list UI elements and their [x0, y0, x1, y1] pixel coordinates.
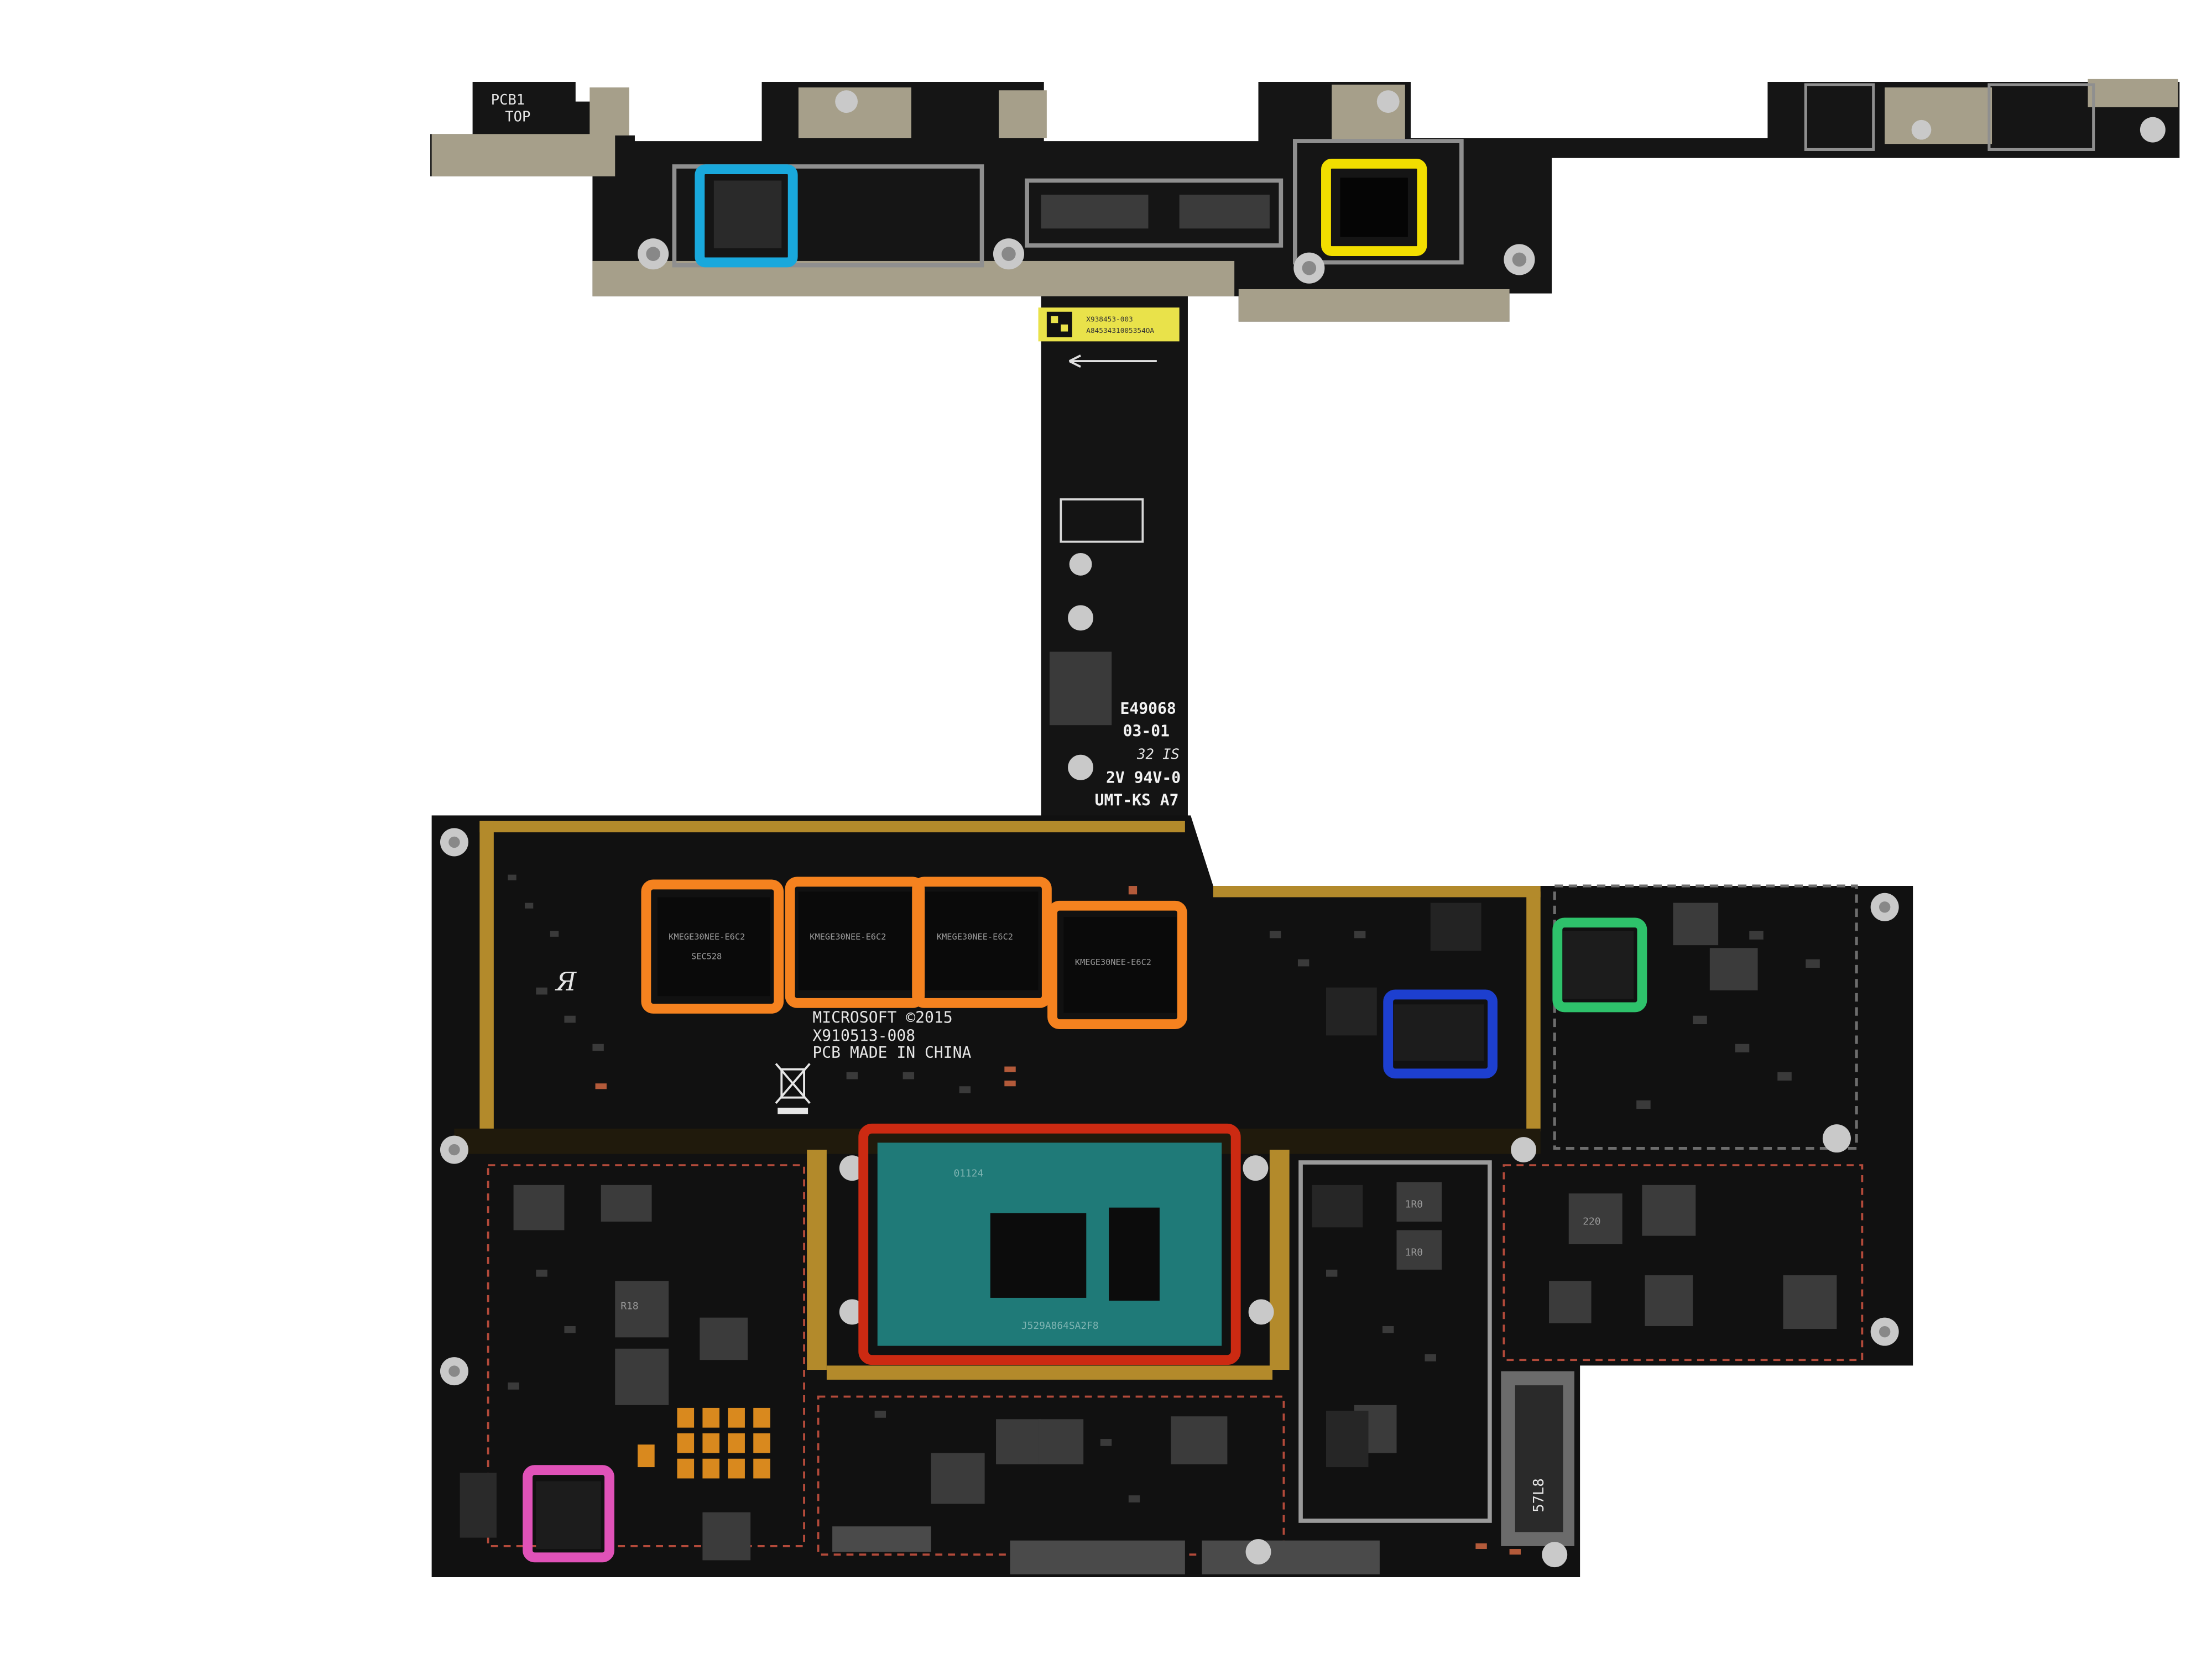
highlight-yellow — [1321, 158, 1427, 257]
board-maker: UMT-KS A7 — [1095, 791, 1179, 810]
highlight-orange-3 — [912, 877, 1052, 1008]
inductor-marking: 1R0 — [1405, 1199, 1423, 1211]
ram-chip — [925, 891, 1039, 990]
origin-text: PCB MADE IN CHINA — [812, 1044, 971, 1062]
ram-chip — [657, 897, 770, 997]
ram-marking: KMEGE30NEE-E6C2 — [937, 932, 1013, 942]
pcb-id-line2: TOP — [505, 108, 530, 125]
ul-mark: Я — [555, 967, 577, 997]
flex-neck — [1041, 296, 1188, 827]
highlight-orange-1 — [641, 879, 784, 1014]
highlight-boxes — [523, 158, 1647, 1563]
inductor-marking: 220 — [1583, 1215, 1600, 1227]
ram-marking: SEC528 — [691, 952, 722, 962]
copyright-text: MICROSOFT ©2015 — [812, 1008, 952, 1026]
ram-marking: KMEGE30NEE-E6C2 — [669, 932, 745, 942]
highlight-cyan — [695, 164, 798, 268]
inductor-marking: 1R0 — [1405, 1246, 1423, 1258]
board-code1: E49068 — [1120, 700, 1176, 718]
ram-marking: KMEGE30NEE-E6C2 — [1075, 957, 1151, 967]
ram-chip — [1063, 917, 1177, 1013]
highlight-red — [858, 1123, 1241, 1365]
cpu-marking-bottom: J529A864SA2F8 — [1021, 1320, 1099, 1332]
ram-chip — [798, 891, 911, 990]
connector-mark: 57L8 — [1531, 1478, 1547, 1512]
board-code2: 03-01 — [1123, 722, 1170, 740]
board-code3: 32 IS — [1136, 746, 1180, 763]
highlight-orange-4 — [1047, 900, 1187, 1029]
cpu-die — [990, 1213, 1087, 1298]
cpu-marking-top: 01124 — [953, 1168, 983, 1180]
weee-bin-icon — [775, 1063, 811, 1114]
ram-marking: KMEGE30NEE-E6C2 — [810, 932, 886, 942]
part-number-text: X910513-008 — [812, 1027, 915, 1045]
pcb-id-line1: PCB1 — [491, 92, 525, 108]
highlight-green — [1552, 917, 1647, 1013]
sticker-line1: X938453-003 — [1086, 316, 1133, 324]
inductor-marking: R18 — [620, 1300, 638, 1312]
sticker-line2: A8453431005354OA — [1086, 327, 1154, 335]
pch-die — [1109, 1207, 1160, 1301]
highlight-dark-blue — [1383, 989, 1498, 1079]
highlight-magenta — [523, 1465, 614, 1563]
board-rating: 2V 94V-0 — [1106, 769, 1181, 787]
